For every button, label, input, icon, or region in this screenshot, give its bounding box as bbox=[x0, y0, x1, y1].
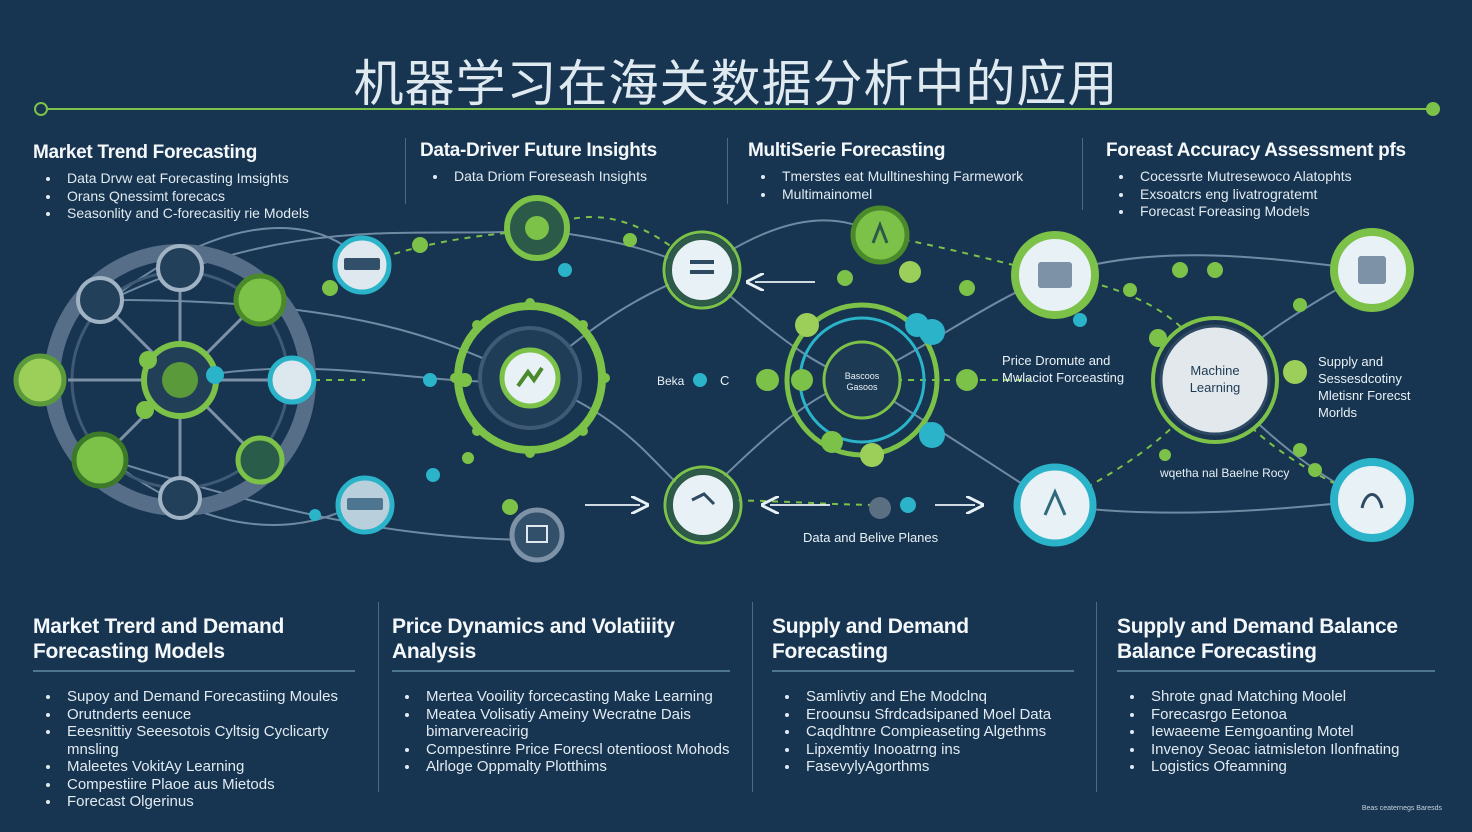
list-item: Orutnderts eenuce bbox=[61, 706, 355, 724]
section-heading: Supply and Demand Balance Balance Foreca… bbox=[1117, 615, 1398, 663]
separator bbox=[752, 602, 753, 792]
separator bbox=[405, 138, 406, 204]
list-item: Data Drvw eat Forecasting Imsights bbox=[61, 170, 393, 188]
list-item: Caqdhtnre Compieaseting Algethms bbox=[800, 723, 1074, 741]
label-data-balance: Data and Belive Planes bbox=[803, 530, 939, 545]
list-item: Tmerstes eat Mulltineshing Farmework bbox=[776, 168, 1068, 186]
label-machine-learning: Machine Learning bbox=[1189, 363, 1241, 395]
separator bbox=[1096, 602, 1097, 792]
section-underline bbox=[772, 670, 1074, 672]
list-item: Multimainomel bbox=[776, 186, 1068, 204]
center-hub bbox=[450, 298, 610, 458]
title-divider bbox=[40, 108, 1432, 110]
list-item: Meatea Volisatiy Ameiny Wecratne Dais bi… bbox=[420, 706, 730, 741]
separator bbox=[1082, 138, 1083, 210]
bottom-section-balance: Supply and Demand Balance Balance Foreca… bbox=[1117, 614, 1435, 776]
top-section-data-driven: Data-Driver Future Insights Data Driom F… bbox=[420, 140, 720, 186]
list-item: Shrote gnad Matching Moolel bbox=[1145, 688, 1435, 706]
list-item: Exsoatcrs eng livatrogratemt bbox=[1134, 186, 1446, 204]
label-balance-rocy: wqetha nal Baelne Rocy bbox=[1160, 466, 1290, 480]
footer-note: Beas ceaternegs Baresds bbox=[1361, 805, 1442, 812]
node-right-upper bbox=[1011, 231, 1099, 319]
section-heading: Supply and Demand Forecasting bbox=[772, 615, 969, 663]
section-underline bbox=[33, 670, 355, 672]
label-supply-models: Supply and Sessesdcotiny Mletisnr Forecs… bbox=[1318, 354, 1411, 420]
list-item: Invenoy Seoac iatmisleton Ilonfnating bbox=[1145, 741, 1435, 759]
label-c-mark: C bbox=[720, 373, 730, 388]
flow-arrows bbox=[585, 282, 975, 505]
left-hub bbox=[13, 244, 317, 520]
node-upper-mid bbox=[662, 230, 742, 310]
list-item: Supoy and Demand Forecastiing Moules bbox=[61, 688, 355, 706]
list-item: Cocessrte Mutresewoco Alatophts bbox=[1134, 168, 1446, 186]
list-item: FasevylyAgorthms bbox=[800, 758, 1074, 776]
section-heading: Market Trerd and Demand Forecasting Mode… bbox=[33, 615, 285, 663]
node-far-right-lower bbox=[1330, 458, 1414, 542]
list-item: Eroounsu Sfrdcadsipaned Moel Data bbox=[800, 706, 1074, 724]
section-underline bbox=[1117, 670, 1435, 672]
list-item: Data Driom Foreseash Insights bbox=[448, 168, 720, 186]
section-heading: Foreast Accuracy Assessment pfs bbox=[1106, 140, 1406, 161]
page-title: 机器学习在海关数据分析中的应用 bbox=[353, 55, 1119, 113]
top-section-market-trend: Market Trend Forecasting Data Drvw eat F… bbox=[33, 142, 393, 223]
top-section-multiseries: MultiSerie Forecasting Tmerstes eat Mull… bbox=[748, 140, 1068, 203]
node-right-lower bbox=[1013, 463, 1097, 547]
section-heading: MultiSerie Forecasting bbox=[748, 140, 946, 161]
section-underline bbox=[392, 670, 730, 672]
node-top-green bbox=[504, 195, 570, 261]
node-bottom-grey bbox=[509, 507, 565, 563]
separator bbox=[727, 138, 728, 204]
machine-learning-node bbox=[1151, 316, 1279, 444]
list-item: Logistics Ofeamning bbox=[1145, 758, 1435, 776]
list-item: Orans Qnessimt forecacs bbox=[61, 188, 393, 206]
list-item: Forecasrgo Eetonoa bbox=[1145, 706, 1435, 724]
divider-dot-left bbox=[34, 102, 48, 116]
divider-dot-right bbox=[1426, 102, 1440, 116]
section-heading: Price Dynamics and Volatiiity Analysis bbox=[392, 615, 675, 663]
badge-upper-left bbox=[332, 235, 392, 295]
label-hub-center: Bascoos Gasoos bbox=[844, 371, 880, 392]
label-beka: Beka bbox=[657, 374, 685, 388]
node-top-right-green bbox=[850, 205, 910, 265]
separator bbox=[378, 602, 379, 792]
list-item: Eeesnittiy Seeesotois Cyltsig Cyclicarty… bbox=[61, 723, 355, 758]
list-item: Forecast Olgerinus bbox=[61, 793, 355, 811]
top-section-accuracy: Foreast Accuracy Assessment pfs Cocessrt… bbox=[1106, 140, 1446, 221]
label-price-dynamics: Price Dromute and Mwlaciot Forceasting bbox=[1002, 353, 1125, 385]
bottom-section-supply-demand: Supply and Demand Forecasting Samlivtiy … bbox=[772, 614, 1074, 776]
list-item: Lipxemtiy Inooatrng ins bbox=[800, 741, 1074, 759]
list-item: Maleetes VokitAy Learning bbox=[61, 758, 355, 776]
list-item: Compestiire Plaoe aus Mietods bbox=[61, 776, 355, 794]
node-far-right-upper bbox=[1330, 228, 1414, 312]
list-item: Alrloge Oppmalty Plotthims bbox=[420, 758, 730, 776]
section-heading: Data-Driver Future Insights bbox=[420, 140, 657, 161]
list-item: Forecast Foreasing Models bbox=[1134, 203, 1446, 221]
list-item: Compestinre Price Forecsl otentioost Moh… bbox=[420, 741, 730, 759]
list-item: Samlivtiy and Ehe Modclnq bbox=[800, 688, 1074, 706]
list-item: Seasonlity and C-forecasitiy rie Models bbox=[61, 205, 393, 223]
list-item: Iewaeeme Eemgoanting Motel bbox=[1145, 723, 1435, 741]
node-lower-mid bbox=[663, 465, 743, 545]
bottom-section-price-dynamics: Price Dynamics and Volatiiity Analysis M… bbox=[392, 614, 730, 776]
badge-lower-left bbox=[335, 475, 395, 535]
list-item: Mertea Vooility forcecasting Make Learni… bbox=[420, 688, 730, 706]
section-heading: Market Trend Forecasting bbox=[33, 142, 258, 163]
bottom-section-market-trend: Market Trerd and Demand Forecasting Mode… bbox=[33, 614, 355, 811]
scatter-dots bbox=[309, 233, 1322, 521]
